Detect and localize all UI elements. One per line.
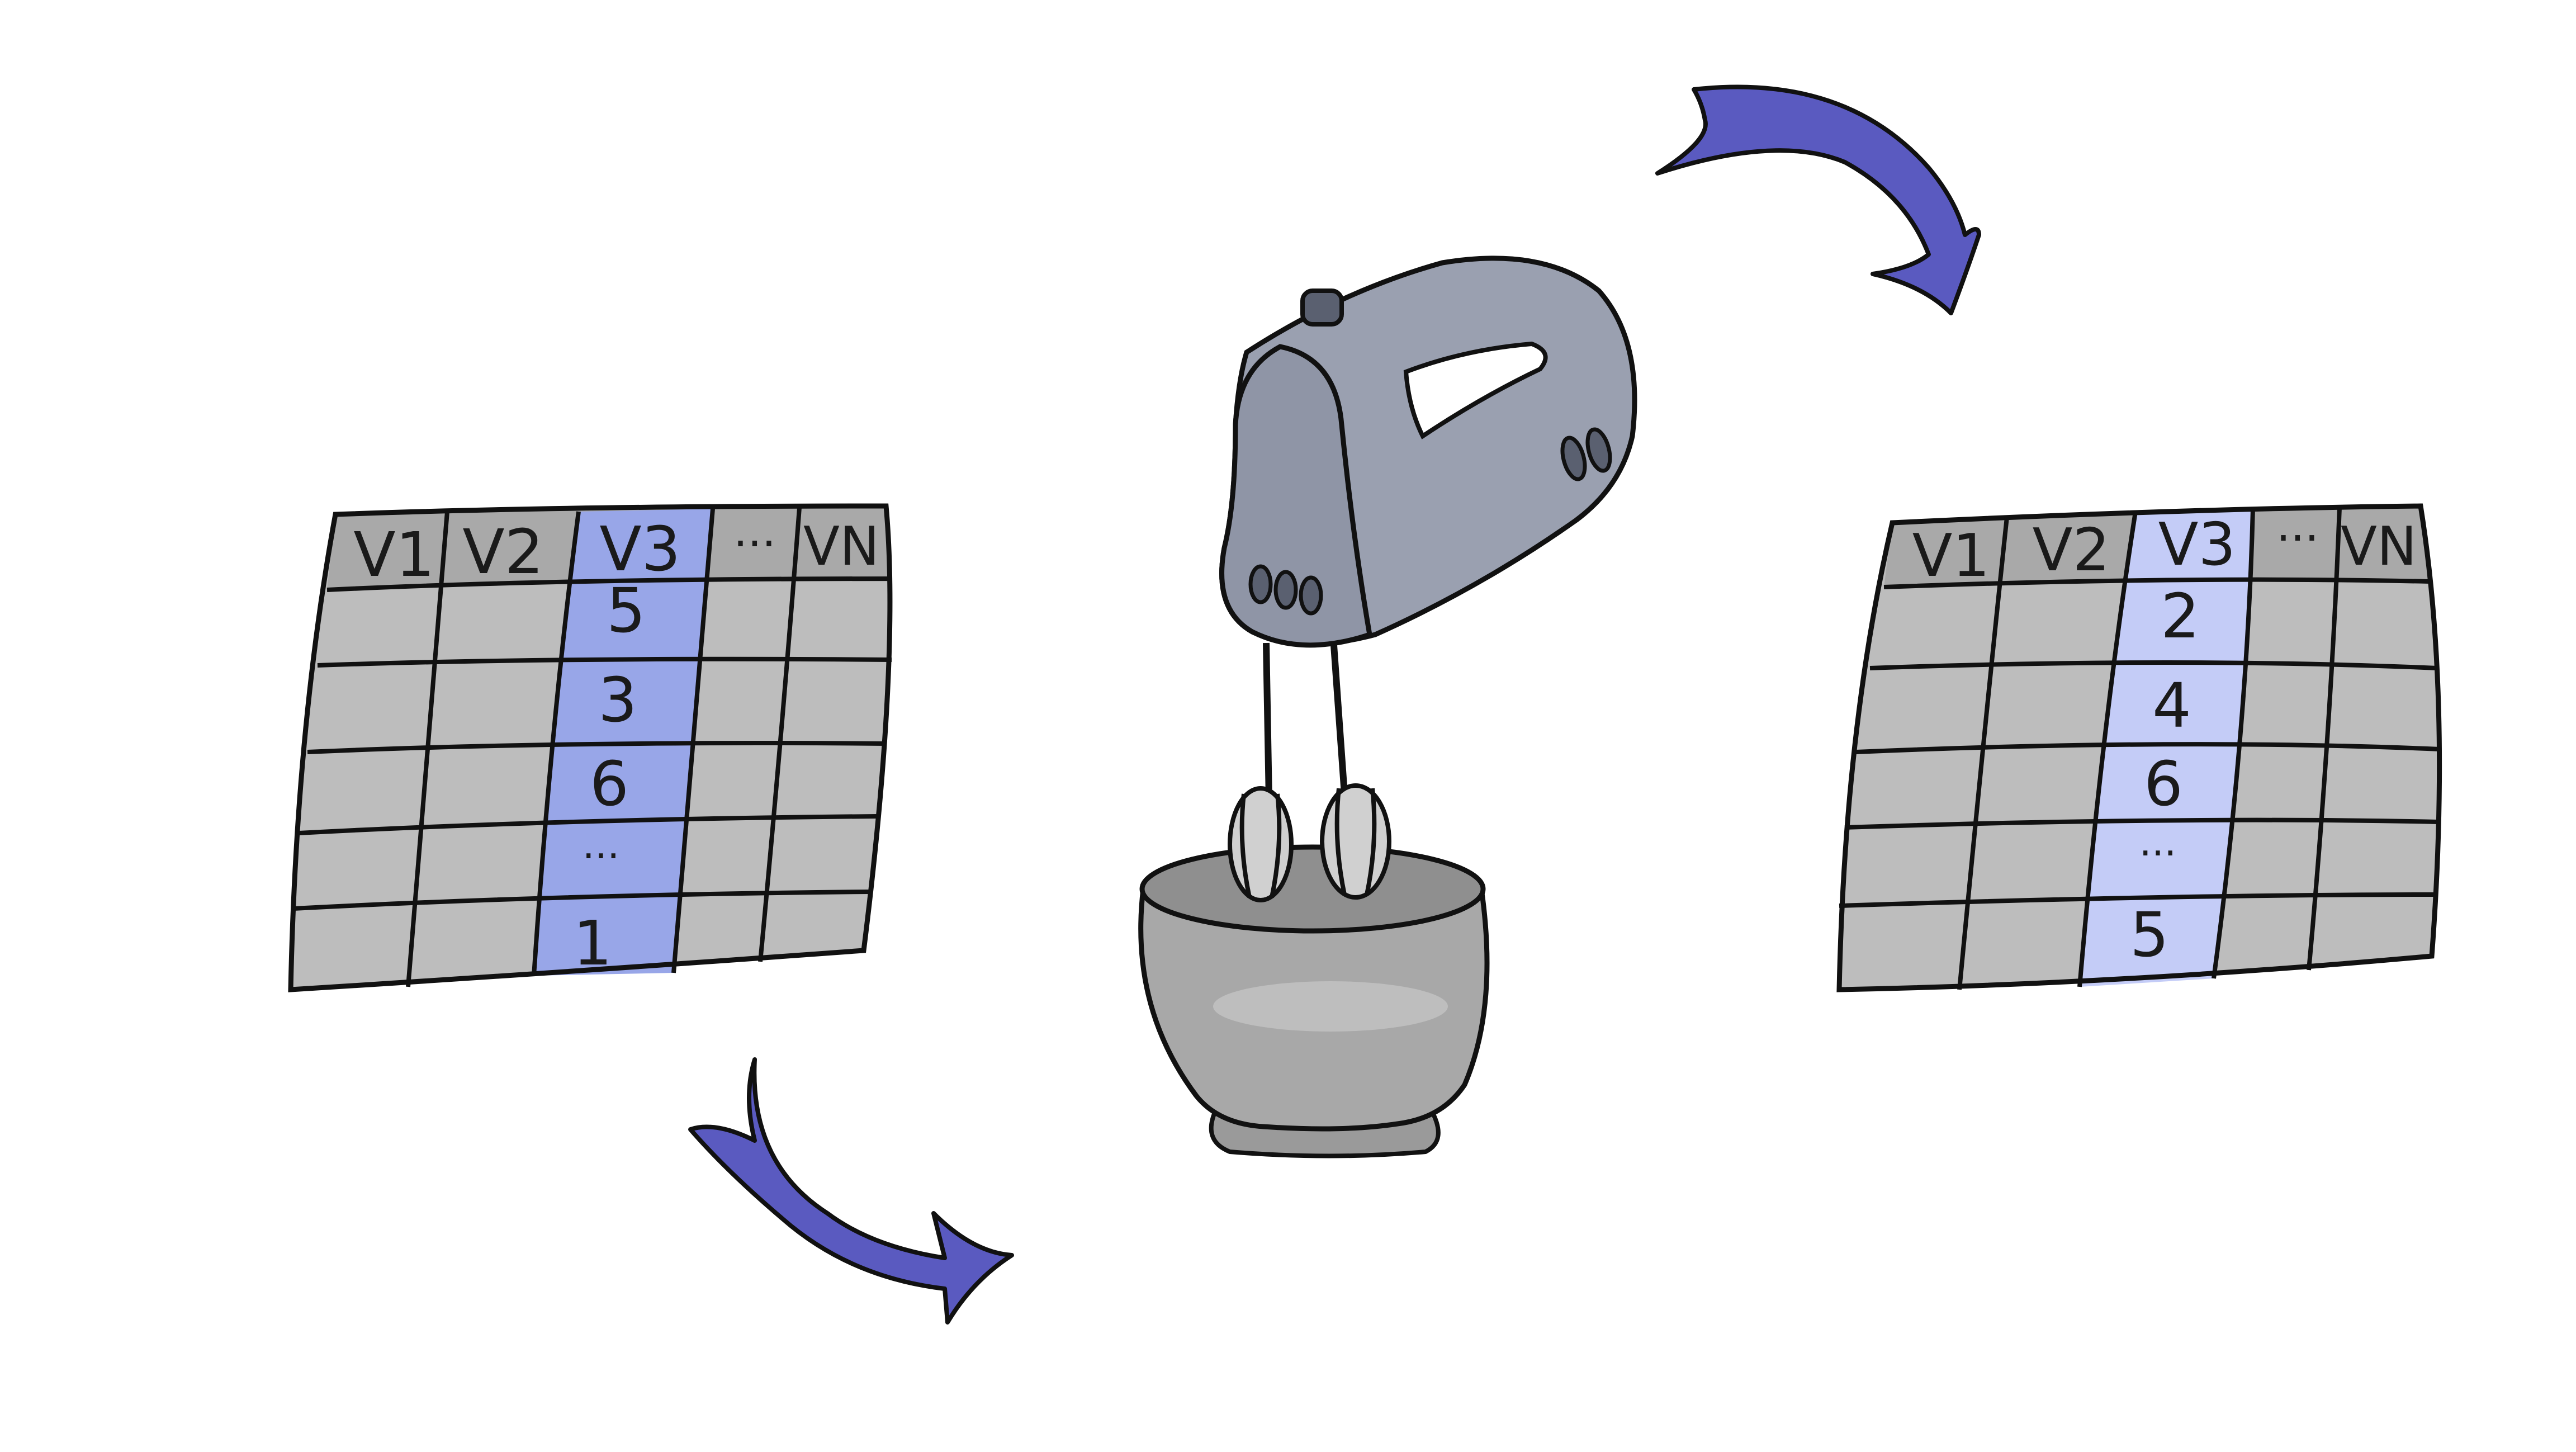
- left-value-3: 6: [590, 748, 629, 820]
- right-table-outline: [1836, 503, 2442, 992]
- left-header-v1: V1: [353, 519, 434, 590]
- left-table-row-lines: [293, 576, 892, 911]
- right-table-headers: V1 V2 V3 ··· VN: [1912, 510, 2417, 590]
- right-header-vn: VN: [2341, 516, 2417, 578]
- right-header-ellipsis: ···: [2276, 512, 2319, 564]
- right-value-2: 4: [2152, 670, 2191, 741]
- right-table-col-lines: [1957, 507, 2342, 990]
- right-value-1: 2: [2161, 580, 2200, 652]
- left-header-ellipsis: ···: [733, 518, 776, 570]
- right-value-5: 5: [2130, 899, 2169, 971]
- left-header-v3: V3: [599, 513, 680, 585]
- curved-arrow-icon: [688, 1057, 1014, 1325]
- mixer-side-buttons: [1560, 427, 1612, 481]
- left-table-outline: [288, 503, 893, 992]
- left-header-vn: VN: [803, 516, 879, 578]
- left-value-2: 3: [598, 664, 637, 736]
- right-table-row-lines: [1839, 577, 2441, 908]
- left-table-col-lines: [406, 507, 802, 987]
- right-header-v3: V3: [2158, 510, 2236, 579]
- mixer-front-buttons: [1248, 564, 1323, 616]
- right-table-highlight-column: [2080, 509, 2253, 987]
- right-value-3: 6: [2144, 748, 2183, 820]
- beater-stem-left: [1263, 642, 1272, 800]
- right-value-4: ···: [2139, 830, 2177, 876]
- arrow-in-shape: [688, 1057, 1014, 1325]
- whisk-right: [1320, 783, 1391, 900]
- right-table: V1 V2 V3 ··· VN 2 4 6 ··· 5: [1836, 503, 2442, 992]
- hand-mixer-icon: [1219, 256, 1637, 902]
- mixer-knob: [1300, 288, 1344, 327]
- curved-arrow-icon: [1655, 84, 1981, 315]
- right-header-v2: V2: [2033, 516, 2110, 584]
- left-table-headers: V1 V2 V3 ··· VN: [353, 513, 879, 590]
- right-header-v1: V1: [1912, 522, 1990, 590]
- left-table-values: 5 3 6 ··· 1: [573, 575, 646, 979]
- bowl-rim: [1139, 844, 1486, 934]
- left-header-v2: V2: [462, 516, 543, 588]
- whisk-left: [1228, 786, 1294, 902]
- arrow-out-shape: [1655, 84, 1981, 315]
- mixer-handle-opening: [1403, 341, 1548, 439]
- left-value-1: 5: [607, 575, 646, 646]
- left-value-5: 1: [573, 907, 612, 979]
- bowl-shine: [1213, 981, 1448, 1032]
- beater-stem-right: [1330, 637, 1348, 794]
- mixing-bowl-icon: [1138, 844, 1490, 1158]
- left-table: V1 V2 V3 ··· VN 5 3 6 ··· 1: [288, 503, 893, 992]
- right-table-values: 2 4 6 ··· 5: [2130, 580, 2200, 971]
- left-value-4: ···: [583, 833, 620, 879]
